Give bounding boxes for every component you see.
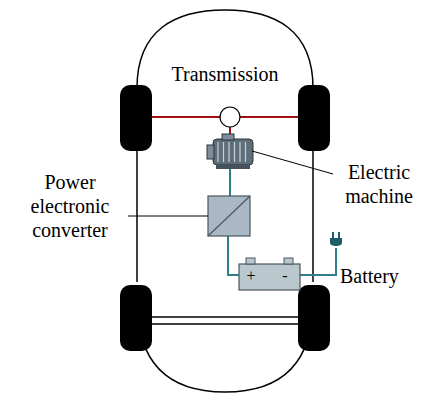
battery-symbol (239, 258, 300, 290)
body-outline (137, 10, 313, 88)
body-outline (137, 300, 313, 392)
rear-axle (150, 323, 300, 325)
wheel (120, 285, 152, 351)
motor-symbol (207, 134, 253, 169)
part-label: Electric machine (334, 160, 424, 208)
rear-axle (150, 316, 300, 318)
terminal-sign: - (276, 264, 294, 288)
transmission-symbol (220, 107, 240, 127)
wheel (298, 85, 330, 151)
plug-symbol (330, 232, 342, 246)
leader-line (128, 216, 208, 217)
body-side (312, 150, 314, 282)
leader-line (252, 151, 333, 174)
part-label: Power electronic converter (14, 170, 126, 242)
converter-symbol (208, 196, 250, 236)
part-label: Battery (340, 264, 422, 288)
terminal-sign: + (242, 264, 260, 288)
wheel (120, 85, 152, 151)
part-label: Transmission (150, 62, 300, 86)
wheel (298, 285, 330, 351)
